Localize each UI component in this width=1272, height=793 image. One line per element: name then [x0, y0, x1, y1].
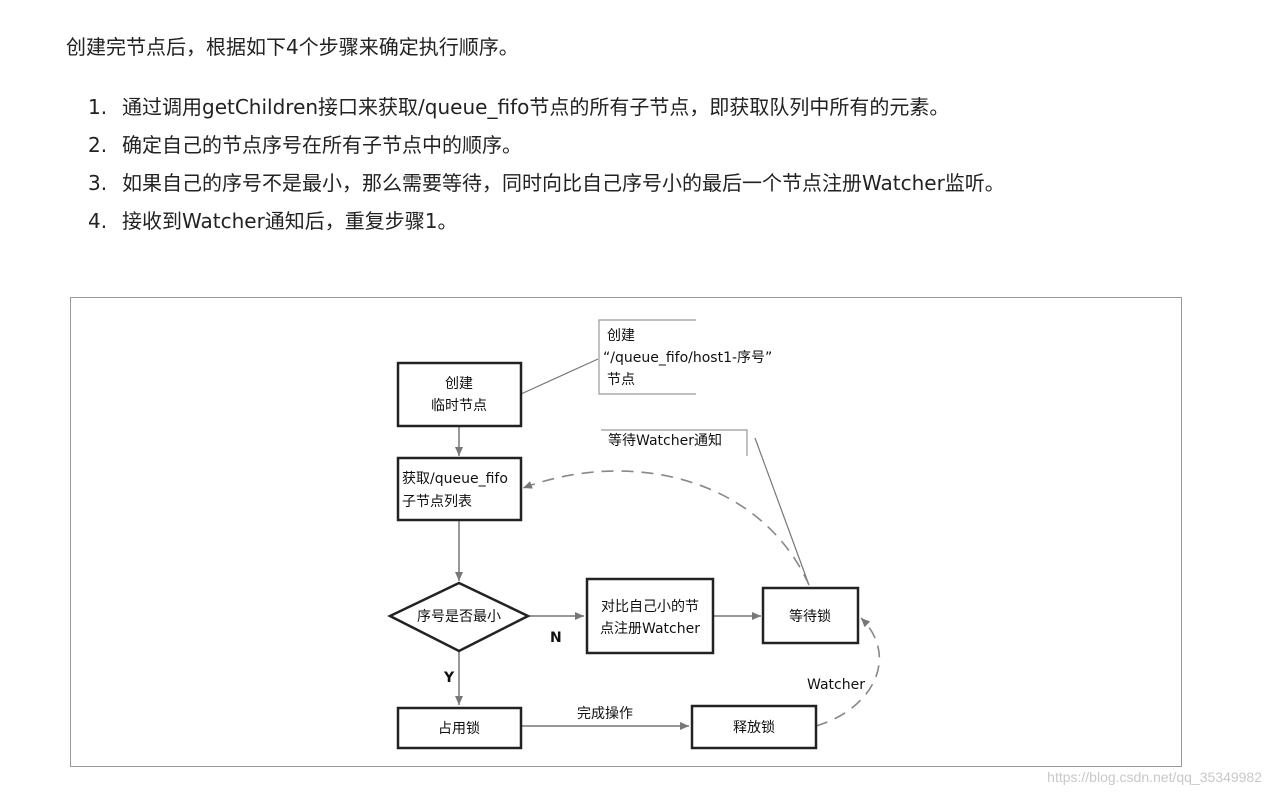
step-number: 2.: [88, 133, 108, 157]
dashed-arrow-wait-to-get: [522, 470, 810, 586]
note-wait-bracket: [601, 429, 748, 456]
label-done: 完成操作: [577, 706, 633, 722]
step-text: 确定自己的节点序号在所有子节点中的顺序。: [122, 133, 522, 157]
release-lock-text: 释放锁: [733, 720, 775, 736]
create-node-line-1: 创建: [445, 376, 473, 392]
intro-paragraph: 创建完节点后，根据如下4个步骤来确定执行顺序。: [66, 35, 519, 59]
connector-note-wait: [754, 437, 810, 586]
decision-text: 序号是否最小: [417, 609, 501, 625]
connector-note-create: [520, 358, 599, 395]
step-number: 3.: [88, 171, 108, 195]
step-item: 4. 接收到Watcher通知后，重复步骤1。: [88, 202, 1162, 240]
step-item: 3. 如果自己的序号不是最小，那么需要等待，同时向比自己序号小的最后一个节点注册W…: [88, 164, 1162, 202]
hold-lock-text: 占用锁: [438, 721, 480, 737]
label-no: N: [550, 630, 562, 646]
watermark-text: https://blog.csdn.net/qq_35349982: [1047, 769, 1262, 785]
steps-list: 1. 通过调用getChildren接口来获取/queue_fifo节点的所有子节…: [88, 88, 1162, 240]
wait-lock-box: [761, 586, 860, 645]
create-node-line-2: 临时节点: [431, 398, 487, 414]
step-number: 1.: [88, 95, 108, 119]
step-number: 4.: [88, 209, 108, 233]
step-text: 通过调用getChildren接口来获取/queue_fifo节点的所有子节点，…: [122, 95, 950, 119]
register-watcher-box: [585, 577, 715, 655]
dashed-arrow-release-to-wait: [815, 617, 880, 727]
hold-lock-box: [396, 706, 523, 750]
flowchart-figure: 创建 “/queue_fifo/host1-序号” 节点 等待Watcher通知…: [70, 297, 1182, 767]
note-wait-text: 等待Watcher通知: [608, 432, 722, 449]
decision-diamond: [387, 581, 531, 653]
label-yes: Y: [443, 670, 455, 686]
step-text: 接收到Watcher通知后，重复步骤1。: [122, 209, 458, 233]
note-create-line-3: 节点: [607, 372, 635, 388]
step-item: 2. 确定自己的节点序号在所有子节点中的顺序。: [88, 126, 1162, 164]
step-text: 如果自己的序号不是最小，那么需要等待，同时向比自己序号小的最后一个节点注册Wat…: [122, 171, 1005, 195]
note-create-bracket: [598, 319, 696, 395]
create-node-box: [396, 361, 523, 428]
release-lock-box: [690, 704, 818, 750]
flowchart-svg: 创建 “/queue_fifo/host1-序号” 节点 等待Watcher通知…: [387, 319, 880, 750]
register-watcher-line-2: 点注册Watcher: [600, 621, 700, 637]
note-create-line-2: “/queue_fifo/host1-序号”: [603, 350, 772, 366]
wait-lock-text: 等待锁: [789, 608, 831, 625]
note-create-line-1: 创建: [607, 328, 635, 344]
get-children-box: [396, 456, 523, 522]
get-children-line-2: 子节点列表: [402, 494, 472, 510]
label-watcher: Watcher: [807, 677, 865, 693]
step-item: 1. 通过调用getChildren接口来获取/queue_fifo节点的所有子节…: [88, 88, 1162, 126]
get-children-line-1: 获取/queue_fifo: [402, 471, 508, 487]
register-watcher-line-1: 对比自己小的节: [601, 599, 699, 615]
